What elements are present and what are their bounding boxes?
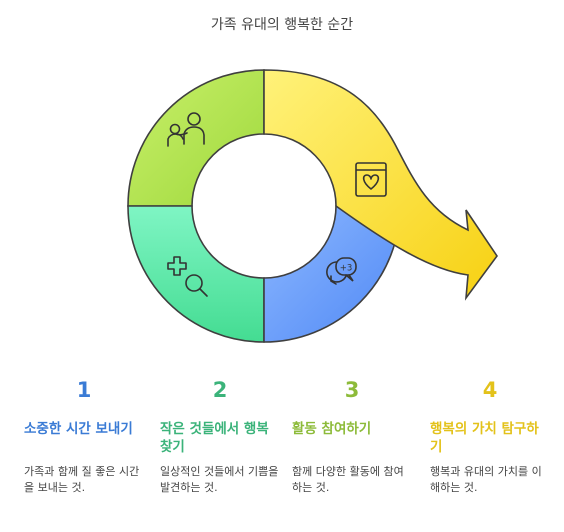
activity-clock-icon: +3	[326, 257, 357, 285]
step-3: 3 활동 참여하기 함께 다양한 활동에 참여하는 것.	[292, 378, 412, 495]
cycle-diagram: +3	[127, 69, 498, 343]
step-1-number: 1	[76, 378, 92, 402]
step-2-description: 일상적인 것들에서 기쁨을 발견하는 것.	[160, 465, 279, 494]
segment-small-happiness	[127, 205, 265, 343]
step-2: 2 작은 것들에서 행복 찾기 일상적인 것들에서 기쁨을 발견하는 것.	[160, 378, 280, 495]
step-4-description: 행복과 유대의 가치를 이해하는 것.	[430, 465, 542, 494]
diagram-title: 가족 유대의 행복한 순간	[210, 17, 354, 33]
step-1-heading: 소중한 시간 보내기	[24, 421, 133, 437]
family-icon	[167, 112, 205, 147]
step-3-heading: 활동 참여하기	[292, 421, 372, 437]
step-3-description: 함께 다양한 활동에 참여하는 것.	[292, 465, 404, 494]
step-4-heading: 행복의 가치 탐구하기	[430, 421, 539, 455]
step-4: 4 행복의 가치 탐구하기 행복과 유대의 가치를 이해하는 것.	[430, 378, 550, 495]
segment-happiness-value-arrow	[263, 69, 498, 301]
step-2-number: 2	[212, 378, 228, 402]
step-2-heading: 작은 것들에서 행복 찾기	[160, 421, 269, 455]
step-4-number: 4	[482, 378, 498, 402]
step-1: 1 소중한 시간 보내기 가족과 함께 질 좋은 시간을 보내는 것.	[24, 378, 144, 495]
step-1-description: 가족과 함께 질 좋은 시간을 보내는 것.	[24, 465, 140, 494]
segment-quality-time	[127, 69, 265, 207]
heart-book-icon	[355, 162, 387, 197]
step-3-number: 3	[344, 378, 360, 402]
svg-text:+3: +3	[340, 264, 353, 274]
plus-search-icon	[167, 256, 208, 297]
